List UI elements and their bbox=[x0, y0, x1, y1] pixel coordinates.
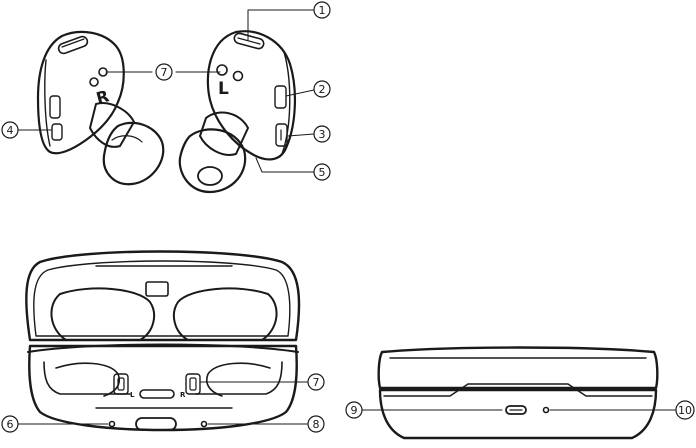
case-slot-right-mark: R bbox=[180, 391, 186, 399]
svg-text:10: 10 bbox=[678, 404, 692, 417]
closed-charging-case bbox=[377, 346, 659, 440]
svg-text:7: 7 bbox=[161, 66, 168, 79]
callout-7-earbuds: 7 bbox=[155, 63, 173, 81]
svg-text:5: 5 bbox=[319, 166, 326, 179]
callout-10: 10 bbox=[675, 400, 695, 420]
callout-4: 4 bbox=[1, 121, 19, 139]
callout-1: 1 bbox=[313, 1, 331, 19]
svg-text:6: 6 bbox=[7, 418, 14, 431]
leader-lines bbox=[17, 9, 677, 425]
callout-5: 5 bbox=[313, 163, 331, 181]
right-earbud-mark: R bbox=[94, 86, 111, 108]
svg-text:2: 2 bbox=[319, 83, 326, 96]
case-slot-left-mark: L bbox=[130, 391, 135, 399]
callout-9: 9 bbox=[345, 401, 363, 419]
svg-text:1: 1 bbox=[319, 4, 326, 17]
left-earbud-mark: L bbox=[218, 79, 229, 99]
callout-2: 2 bbox=[313, 80, 331, 98]
callout-3: 3 bbox=[313, 125, 331, 143]
left-earbud bbox=[178, 30, 297, 194]
right-earbud bbox=[36, 30, 165, 186]
svg-text:8: 8 bbox=[313, 418, 320, 431]
svg-text:7: 7 bbox=[313, 376, 320, 389]
callout-8: 8 bbox=[307, 415, 325, 433]
svg-text:4: 4 bbox=[7, 124, 14, 137]
svg-text:9: 9 bbox=[351, 404, 358, 417]
open-charging-case bbox=[25, 250, 301, 432]
svg-text:3: 3 bbox=[319, 128, 326, 141]
callout-7-case: 7 bbox=[307, 373, 325, 391]
callout-6: 6 bbox=[1, 415, 19, 433]
